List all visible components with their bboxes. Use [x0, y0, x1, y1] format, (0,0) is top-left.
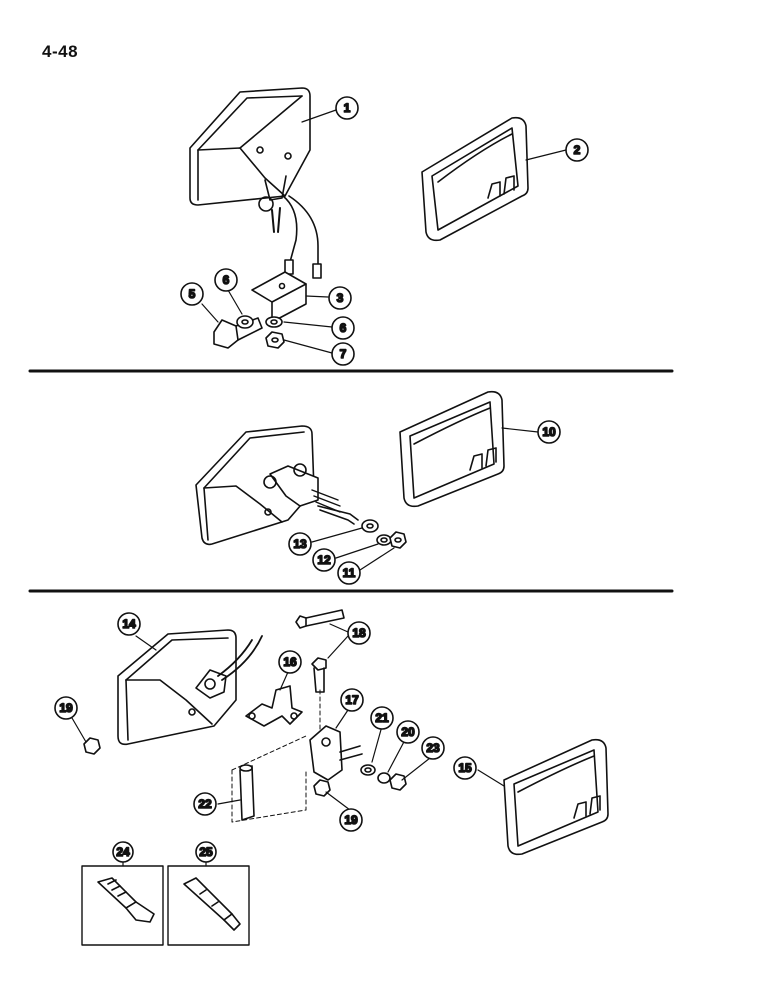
- callout-6a: 6: [214, 268, 238, 292]
- callout-5: 5: [180, 282, 204, 306]
- svg-text:5: 5: [189, 287, 196, 301]
- leaders-section-2: [311, 427, 539, 571]
- work-lamp-14: [117, 629, 263, 746]
- svg-text:13: 13: [293, 537, 307, 551]
- terminal-box-24: [81, 865, 164, 946]
- svg-text:6: 6: [340, 321, 347, 335]
- washer-13: [361, 519, 379, 533]
- washer-21: [360, 764, 376, 776]
- spacer-22: [239, 764, 255, 821]
- washer-6a: [236, 315, 254, 329]
- callout-10: 10: [537, 420, 561, 444]
- nut-19a: [83, 737, 101, 755]
- work-lamp-rear: [195, 425, 359, 546]
- svg-text:6: 6: [223, 273, 230, 287]
- callout-19b: 19: [339, 808, 363, 832]
- svg-text:25: 25: [199, 845, 213, 859]
- callout-18: 18: [347, 621, 371, 645]
- svg-text:17: 17: [345, 693, 359, 707]
- callout-1: 1: [335, 96, 359, 120]
- callout-19a: 19: [54, 696, 78, 720]
- svg-text:14: 14: [122, 617, 136, 631]
- svg-text:2: 2: [574, 143, 581, 157]
- washer-20: [377, 772, 391, 784]
- svg-text:18: 18: [352, 626, 366, 640]
- callout-21: 21: [370, 706, 394, 730]
- bracket-17: [309, 725, 363, 781]
- callout-14: 14: [117, 612, 141, 636]
- nut-7: [265, 331, 285, 349]
- leaders-section-3: [71, 623, 505, 811]
- svg-text:11: 11: [343, 566, 356, 580]
- washer-6b: [265, 316, 283, 328]
- svg-text:24: 24: [116, 845, 130, 859]
- callout-12: 12: [312, 548, 336, 572]
- svg-text:22: 22: [198, 797, 212, 811]
- leaders-section-1: [201, 109, 567, 354]
- callout-25: 25: [195, 841, 217, 863]
- svg-text:19: 19: [59, 701, 73, 715]
- svg-text:16: 16: [283, 655, 297, 669]
- lamp-lens-2: [421, 116, 529, 242]
- svg-text:10: 10: [542, 425, 556, 439]
- nut-23: [389, 773, 407, 791]
- svg-text:12: 12: [317, 553, 331, 567]
- assembly-dashed-line: [231, 689, 321, 823]
- bolt-18a: [295, 609, 345, 629]
- bolt-5: [213, 317, 263, 349]
- lamp-lens-10: [399, 390, 505, 508]
- svg-text:19: 19: [344, 813, 358, 827]
- callout-20: 20: [396, 720, 420, 744]
- callout-24: 24: [112, 841, 134, 863]
- callout-2: 2: [565, 138, 589, 162]
- callout-7: 7: [331, 342, 355, 366]
- callout-23: 23: [421, 736, 445, 760]
- washer-12: [376, 534, 392, 546]
- callout-22: 22: [193, 792, 217, 816]
- page-number: 4-48: [42, 42, 79, 61]
- work-lamp-1: [189, 87, 322, 279]
- lamp-lens-15: [503, 738, 609, 856]
- svg-text:15: 15: [458, 761, 472, 775]
- callout-13: 13: [288, 532, 312, 556]
- bolt-18b: [311, 657, 327, 693]
- callout-3: 3: [328, 286, 352, 310]
- bracket-3: [251, 271, 307, 323]
- callout-16: 16: [278, 650, 302, 674]
- svg-text:3: 3: [337, 291, 344, 305]
- callout-15: 15: [453, 756, 477, 780]
- svg-text:7: 7: [340, 347, 347, 361]
- callout-6b: 6: [331, 316, 355, 340]
- callout-11: 11: [337, 561, 361, 585]
- svg-text:21: 21: [375, 711, 389, 725]
- svg-text:1: 1: [344, 101, 351, 115]
- callout-17: 17: [340, 688, 364, 712]
- nut-11: [389, 531, 407, 549]
- svg-text:23: 23: [426, 741, 440, 755]
- svg-text:20: 20: [401, 725, 415, 739]
- terminal-box-25: [167, 865, 250, 946]
- bracket-16: [245, 685, 303, 727]
